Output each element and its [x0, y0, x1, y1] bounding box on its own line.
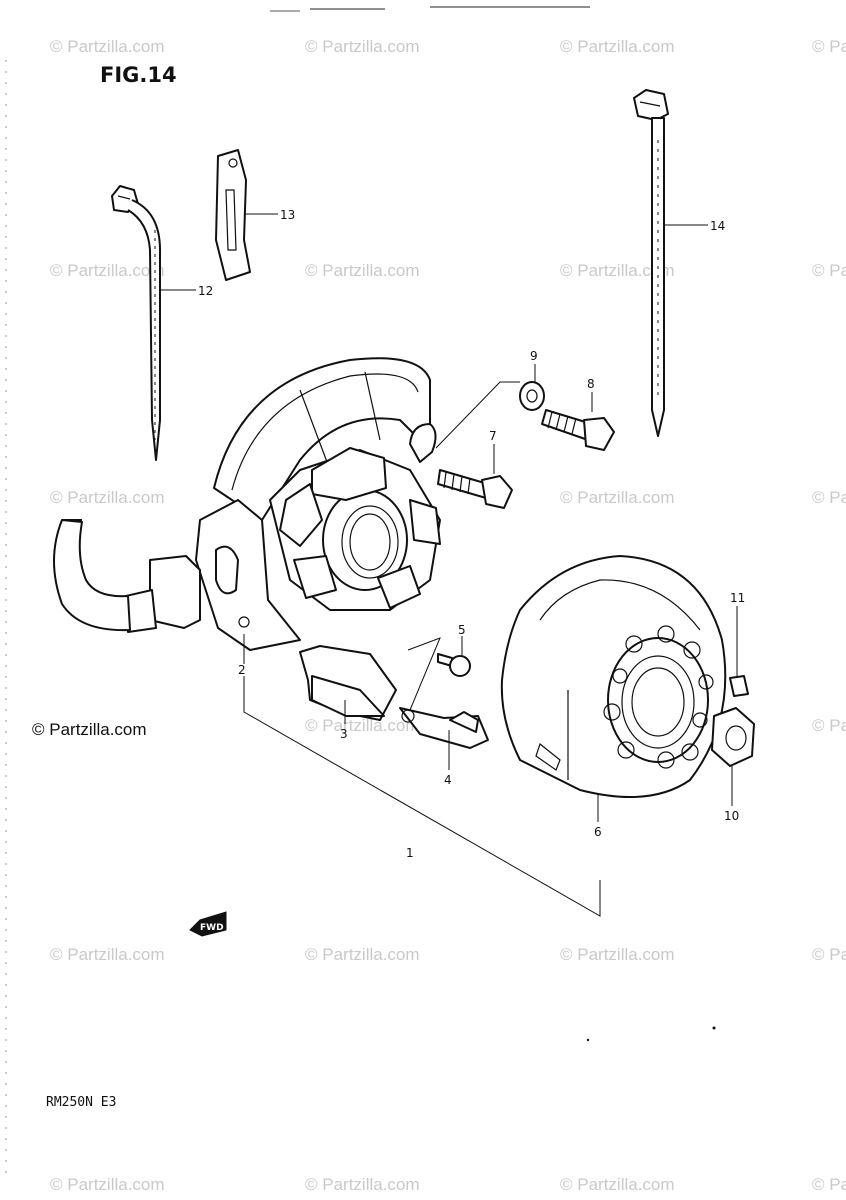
fwd-label: FWD — [200, 923, 224, 933]
nut-10 — [711, 707, 755, 767]
copyright-notice: © Partzilla.com — [32, 720, 147, 739]
callout-4: 4 — [444, 773, 452, 787]
watermark: © Partzilla.com — [812, 37, 846, 56]
watermark: © Partzilla.com — [305, 1175, 420, 1194]
cable-tie-12 — [111, 185, 161, 461]
watermark: © Partzilla.com — [50, 1175, 165, 1194]
bolt-7 — [437, 469, 513, 509]
washer-9 — [519, 381, 545, 411]
callout-6: 6 — [594, 825, 602, 839]
watermark-grid: © Partzilla.com © Partzilla.com © Partzi… — [50, 37, 846, 1194]
watermark: © Partzilla.com — [812, 1175, 846, 1194]
callout-2: 2 — [238, 663, 246, 677]
clamp-13 — [215, 149, 251, 281]
watermark: © Partzilla.com — [812, 945, 846, 964]
watermark: © Partzilla.com — [305, 37, 420, 56]
watermark: © Partzilla.com — [305, 261, 420, 280]
callout-9: 9 — [530, 349, 538, 363]
figure-title: FIG.14 — [100, 63, 177, 87]
fwd-arrow-icon: FWD — [189, 911, 227, 937]
watermark: © Partzilla.com — [560, 261, 675, 280]
stator-assembly-1 — [53, 357, 441, 651]
callout-1: 1 — [406, 846, 414, 860]
watermark: © Partzilla.com — [305, 945, 420, 964]
watermark: © Partzilla.com — [560, 37, 675, 56]
callout-7: 7 — [489, 429, 497, 443]
screw-5 — [437, 653, 471, 677]
watermark: © Partzilla.com — [50, 488, 165, 507]
watermark: © Partzilla.com — [50, 261, 165, 280]
callout-5: 5 — [458, 623, 466, 637]
watermark: © Partzilla.com — [560, 945, 675, 964]
cable-tie-14 — [633, 89, 669, 437]
model-code: RM250N E3 — [46, 1095, 116, 1110]
callout-labels: 1 2 3 4 5 6 7 8 9 10 11 12 13 14 — [198, 208, 745, 860]
leader-lines — [160, 213, 738, 917]
bolt-8 — [541, 409, 615, 451]
rotor-6 — [500, 555, 727, 799]
callout-13: 13 — [280, 208, 295, 222]
callout-11: 11 — [730, 591, 745, 605]
callout-12: 12 — [198, 284, 213, 298]
callout-3: 3 — [340, 727, 348, 741]
watermark: © Partzilla.com — [812, 716, 846, 735]
watermark: © Partzilla.com — [560, 488, 675, 507]
callout-14: 14 — [710, 219, 725, 233]
pickup-coil-4 — [399, 707, 489, 749]
watermark: © Partzilla.com — [560, 1175, 675, 1194]
pickup-coil-3 — [299, 645, 397, 721]
watermark: © Partzilla.com — [305, 716, 420, 735]
watermark: © Partzilla.com — [50, 945, 165, 964]
key-11 — [729, 675, 749, 697]
watermark: © Partzilla.com — [812, 261, 846, 280]
callout-10: 10 — [724, 809, 739, 823]
callout-8: 8 — [587, 377, 595, 391]
scan-artifacts — [5, 6, 590, 1180]
watermark: © Partzilla.com — [50, 37, 165, 56]
watermark: © Partzilla.com — [812, 488, 846, 507]
